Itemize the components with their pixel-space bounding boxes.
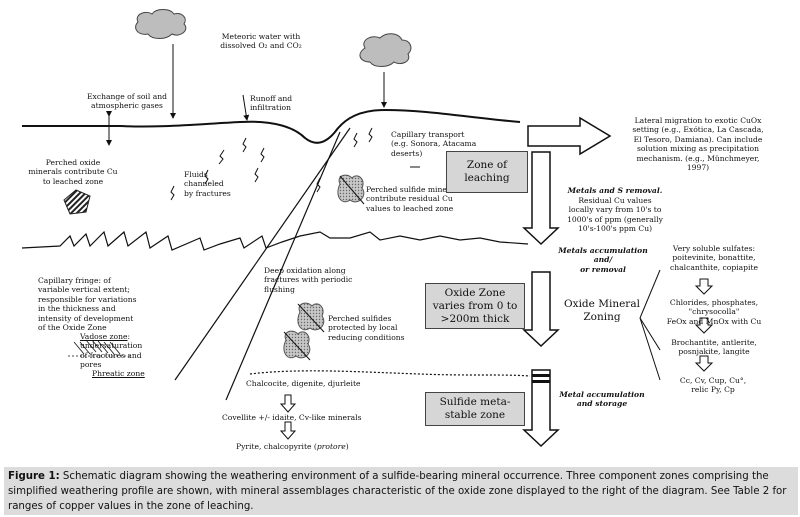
metals-s-removal-label: Metals and S removal. <box>567 186 663 195</box>
pyrite-close: ) <box>345 442 349 451</box>
leach-oxide-boundary <box>21 230 529 251</box>
chalcocite-label: Chalcocite, digenite, djurleite <box>246 379 361 388</box>
runoff-label: Runoff and infiltration <box>250 94 293 113</box>
oxide-mineral-zoning-label: Oxide Mineral Zoning <box>564 298 640 323</box>
meteoric-water-label: Meteoric water with dissolved O₂ and CO₂ <box>220 32 302 51</box>
residual-cu-label: Residual Cu values locally vary from 10'… <box>567 196 663 234</box>
brochantite-label: Brochantite, antlerite, posnjakite, lang… <box>671 338 757 357</box>
capillary-fringe-label: Capillary fringe: of variable vertical e… <box>38 276 137 333</box>
ground-surface <box>22 108 521 144</box>
perched-oxide-blob <box>63 189 91 215</box>
deep-oxidation-label: Deep oxidation along fractures with peri… <box>264 266 353 294</box>
figure-caption: Figure 1: Schematic diagram showing the … <box>4 467 798 515</box>
phreatic-zone-label: Phreatic zone <box>92 369 145 378</box>
zone-leaching-box: Zone of leaching <box>446 151 528 193</box>
chlorides-label: Chlorides, phosphates, "chrysocolla" FeO… <box>666 298 762 326</box>
caption-text: Schematic diagram showing the weathering… <box>8 471 787 512</box>
perched-sulfides-protected-label: Perched sulfides protected by local redu… <box>328 314 405 342</box>
pyrite-label: Pyrite, chalcopyrite (protore) <box>236 442 396 451</box>
metals-accumulation-removal-label: Metals accumulation and/ or removal <box>558 246 648 274</box>
pyrite-text: Pyrite, chalcopyrite ( <box>236 442 317 451</box>
gas-exchange-label: Exchange of soil and atmospheric gases <box>87 92 167 111</box>
vadose-zone-desc: : undersaturation of fractures and pores <box>80 332 143 370</box>
lateral-migration-arrow <box>527 116 612 156</box>
lateral-migration-label: Lateral migration to exotic CuOx setting… <box>632 116 764 173</box>
perched-oxide-label: Perched oxide minerals contribute Cu to … <box>28 158 118 186</box>
caption-label: Figure 1: <box>8 471 60 482</box>
soluble-sulfates-label: Very soluble sulfates: poitevinite, bona… <box>670 244 758 272</box>
cloud-right <box>359 33 412 67</box>
vadose-zone-title: Vadose zone <box>80 332 128 341</box>
cc-cv-label: Cc, Cv, Cup, Cu°, relic Py, Cp <box>679 376 747 395</box>
metal-accumulation-storage-label: Metal accumulation and storage <box>559 390 645 409</box>
covellite-label: Covellite +/- idaite, Cv-like minerals <box>222 413 362 422</box>
capillary-transport-label: Capillary transport (e.g. Sonora, Atacam… <box>391 130 477 158</box>
fluids-label: Fluids channeled by fractures <box>184 170 231 198</box>
arrow-leach-to-oxide <box>522 151 560 246</box>
protore-text: protore <box>316 442 346 451</box>
oxide-zone-box: Oxide Zone varies from 0 to >200m thick <box>425 283 525 329</box>
sulfide-zone-box: Sulfide meta- stable zone <box>425 392 525 426</box>
perched-sulfide-label: Perched sulfide minerals contribute resi… <box>366 185 462 213</box>
cloud-left <box>135 9 187 39</box>
arrow-oxide-to-sulfide <box>522 271 560 348</box>
vadose-zone-label: Vadose zone: undersaturation of fracture… <box>80 332 190 370</box>
water-table <box>249 370 531 377</box>
